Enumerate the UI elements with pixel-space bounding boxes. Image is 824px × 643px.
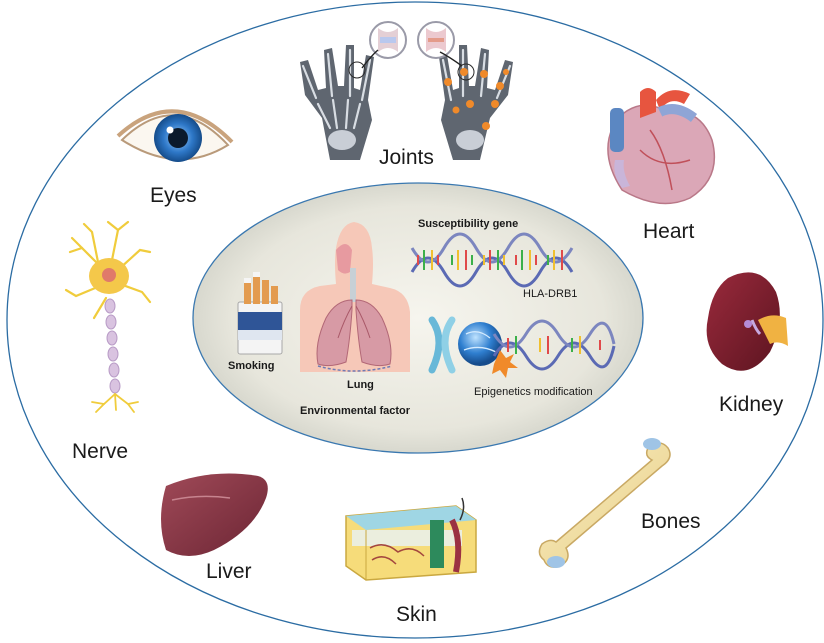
bone-icon [539,438,670,568]
eye-icon [118,111,232,162]
label-heart: Heart [643,220,694,244]
label-susceptibility-gene: Susceptibility gene [418,218,518,230]
label-skin: Skin [396,603,437,627]
label-hla-drb1: HLA-DRB1 [523,288,577,300]
label-eyes: Eyes [150,184,197,208]
label-nerve: Nerve [72,440,128,464]
label-joints: Joints [379,146,434,170]
healthy-hand-xray-icon [300,45,374,160]
label-smoking: Smoking [228,360,274,372]
label-kidney: Kidney [719,393,783,417]
label-environmental-factor: Environmental factor [300,405,410,417]
heart-icon [608,88,714,203]
label-lung: Lung [347,379,374,391]
liver-icon [161,474,268,556]
label-epigenetics-modification: Epigenetics modification [474,386,593,398]
arthritic-joint-zoom-icon [418,22,454,58]
label-liver: Liver [206,560,252,584]
arthritic-hand-xray-icon [439,45,513,160]
label-bones: Bones [641,510,701,534]
skin-cross-section-icon [346,498,476,580]
kidney-icon [707,272,788,370]
nerve-cell-icon [66,222,150,412]
